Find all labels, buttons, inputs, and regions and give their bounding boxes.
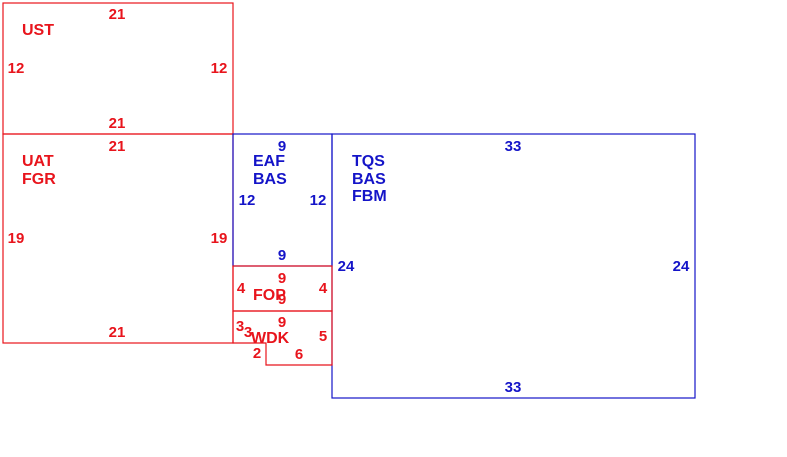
- room-tqs-dim-left: 24: [338, 258, 355, 275]
- room-fop-dim-left: 4: [237, 280, 246, 297]
- room-tqs-outline: [331, 133, 696, 399]
- room-wdk-dim-left-inner: 3: [244, 324, 252, 341]
- room-wdk-name: WDK: [251, 330, 290, 347]
- room-fop-dim-top: 9: [278, 270, 286, 287]
- room-uat: UAT FGR 21 21 19 19: [2, 133, 234, 344]
- room-eaf-dim-right: 12: [310, 192, 327, 209]
- room-ust-dim-left: 12: [8, 60, 25, 77]
- room-eaf: EAF BAS 9 9 12 12: [232, 133, 333, 267]
- room-uat-name-2: FGR: [22, 171, 56, 188]
- room-ust-dim-right: 12: [211, 60, 228, 77]
- room-fop-dim-right: 4: [319, 280, 328, 297]
- room-uat-name-1: UAT: [22, 153, 54, 170]
- room-tqs-dim-right: 24: [673, 258, 690, 275]
- room-wdk: WDK 9 3 3 5 2 6: [232, 310, 333, 366]
- room-eaf-dim-top: 9: [278, 138, 286, 155]
- room-tqs-name-3: FBM: [352, 188, 387, 205]
- room-ust-dim-bottom: 21: [109, 115, 126, 132]
- room-tqs-dim-top: 33: [505, 138, 522, 155]
- room-wdk-dim-top: 9: [278, 314, 286, 331]
- room-wdk-outline: [232, 310, 333, 366]
- room-wdk-dim-left-upper: 3: [236, 318, 244, 335]
- room-eaf-dim-left: 12: [239, 192, 256, 209]
- room-ust-name: UST: [22, 22, 54, 39]
- room-wdk-dim-bottom: 6: [295, 346, 303, 363]
- room-eaf-name-2: BAS: [253, 171, 287, 188]
- room-ust: UST 21 21 12 12: [2, 2, 234, 135]
- room-eaf-name-1: EAF: [253, 153, 285, 170]
- room-fop-dim-bottom: 9: [278, 291, 286, 308]
- room-tqs: TQS BAS FBM 33 33 24 24: [331, 133, 696, 399]
- room-uat-dim-bottom: 21: [109, 324, 126, 341]
- room-ust-dim-top: 21: [109, 6, 126, 23]
- room-wdk-dim-step: 2: [253, 345, 261, 362]
- room-tqs-dim-bottom: 33: [505, 379, 522, 396]
- room-uat-dim-left: 19: [8, 230, 25, 247]
- room-wdk-dim-right: 5: [319, 328, 327, 345]
- room-tqs-name-2: BAS: [352, 171, 386, 188]
- room-fop: FOP 9 9 4 4: [232, 265, 333, 312]
- room-eaf-dim-bottom: 9: [278, 247, 286, 264]
- room-uat-dim-top: 21: [109, 138, 126, 155]
- room-uat-dim-right: 19: [211, 230, 228, 247]
- room-fop-name: FOP: [253, 287, 286, 304]
- room-tqs-name-1: TQS: [352, 153, 385, 170]
